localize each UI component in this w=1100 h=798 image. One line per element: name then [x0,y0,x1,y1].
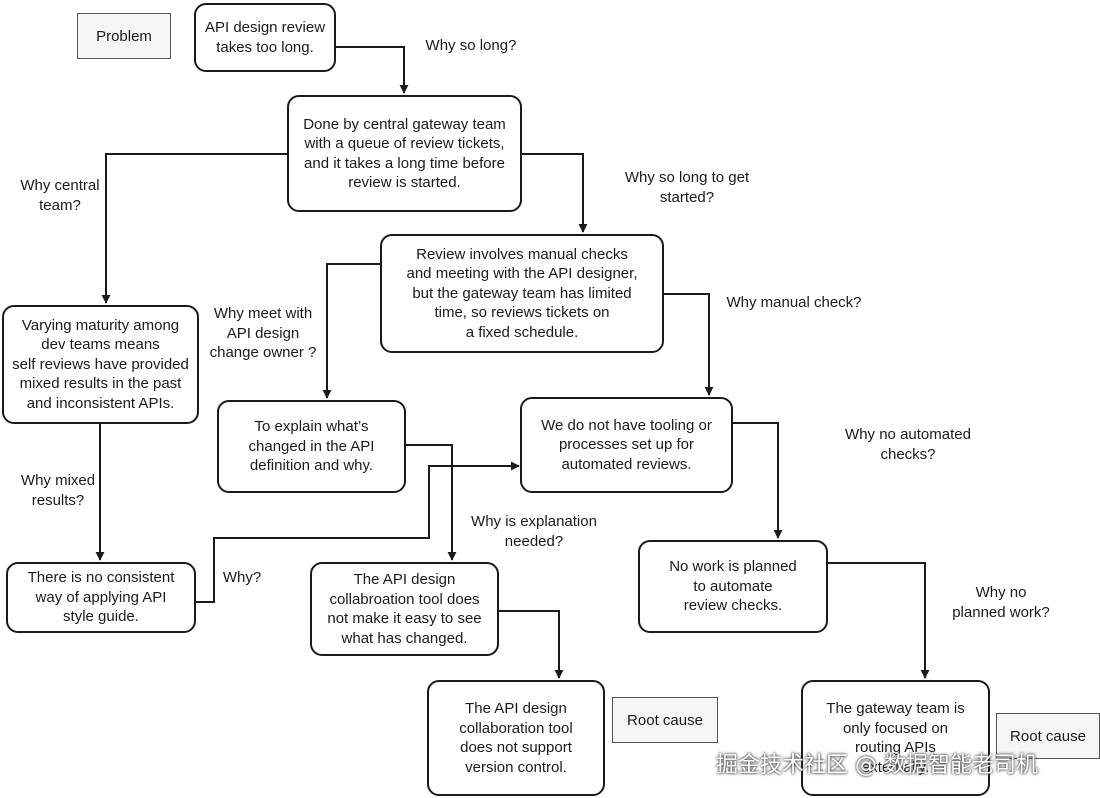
root-cause-tag: Root cause [996,713,1100,759]
arrow-n2-to-n4 [101,153,289,304]
question-why-no-automated: Why no automated checks? [845,426,971,463]
question-why-long-to-start: Why so long to get started? [624,169,750,206]
question-why-so-long: Why so long? [425,37,517,54]
cause-node-explain-changes: To explain what’s changed in the API def… [217,400,406,493]
cause-node-collab-tool-diff: The API design collabroation tool does n… [310,562,499,656]
arrow-n3-to-n5 [322,263,381,399]
question-why-meet-owner: Why meet with API design change owner ? [209,305,317,361]
question-why: Why? [222,569,262,586]
arrow-n7-to-n6 [194,461,520,603]
watermark: 掘金技术社区 @ 数据智能老司机 [716,753,1038,778]
cause-node-no-tooling: We do not have tooling or processes set … [520,397,733,493]
question-why-manual-check: Why manual check? [726,294,862,311]
problem-node: API design review takes too long. [194,3,336,72]
problem-tag: Problem [77,13,171,59]
cause-node-central-team: Done by central gateway team with a queu… [287,95,522,212]
arrow-n9-to-n11 [826,562,930,679]
cause-node-manual-checks: Review involves manual checks and meetin… [380,234,664,353]
arrow-n5-to-n8 [404,444,457,561]
arrow-n1-to-n2 [330,46,409,94]
root-cause-node-gateway-focus: The gateway team is only focused on rout… [801,680,990,796]
cause-node-varying-maturity: Varying maturity among dev teams means s… [2,305,199,424]
root-cause-tag: Root cause [612,697,718,743]
question-why-mixed-results: Why mixed results? [20,472,96,509]
root-cause-node-version-control: The API design collaboration tool does n… [427,680,605,796]
question-why-central-team: Why central team? [20,177,100,214]
cause-node-no-style-guide: There is no consistent way of applying A… [6,562,196,633]
arrow-n8-to-n10 [497,610,564,679]
arrow-n6-to-n9 [731,422,783,539]
question-why-no-planned-work: Why no planned work? [952,584,1050,621]
arrow-n2-to-n3 [520,153,588,233]
cause-node-no-planned-work: No work is planned to automate review ch… [638,540,828,633]
question-why-explanation: Why is explanation needed? [471,513,597,550]
arrow-n3-to-n6 [662,293,714,396]
